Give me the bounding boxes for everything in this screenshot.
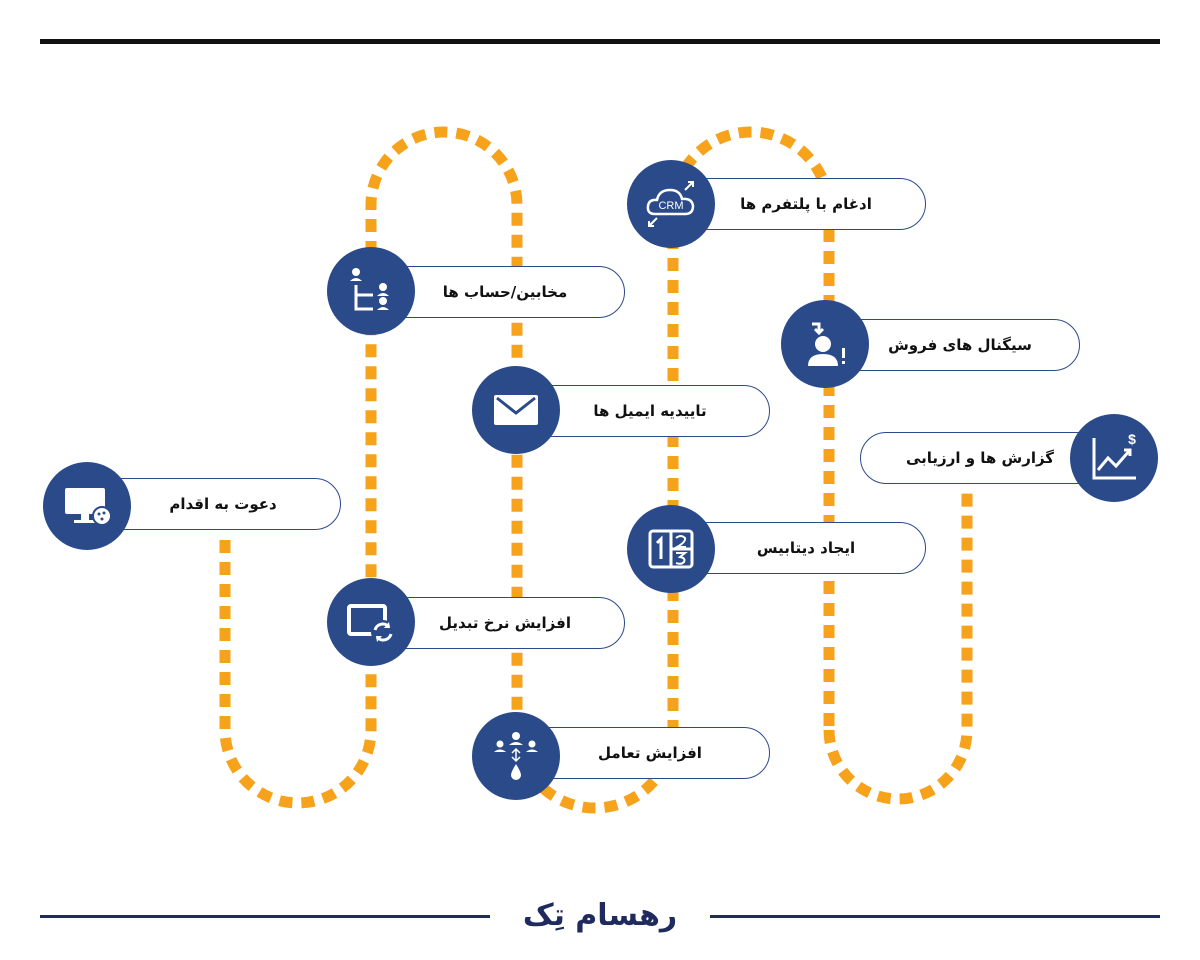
step-label-box: افزایش نرخ تبدیل: [385, 597, 625, 649]
step-icon-circle: [327, 578, 415, 666]
step-icon-circle: [627, 505, 715, 593]
step-label: گزارش ها و ارزیابی: [905, 449, 1055, 467]
step-icon-circle: [472, 366, 560, 454]
footer-divider-left: [40, 915, 490, 918]
people-drop-icon: [494, 732, 538, 780]
numbers-table-icon: [648, 529, 694, 569]
footer-divider-right: [710, 915, 1160, 918]
path-segment-2: [365, 126, 523, 730]
step-label: سیگنال های فروش: [888, 336, 1032, 354]
crm-cloud-icon: CRM: [646, 181, 695, 227]
step-label-box: مخابین/حساب ها: [385, 266, 625, 318]
step-label-box: افزایش تعامل: [530, 727, 770, 779]
envelope-icon: [494, 395, 538, 425]
step-label: ادغام با پلتفرم ها: [740, 195, 872, 213]
path-segment-1: [219, 330, 377, 809]
top-divider: [40, 39, 1160, 44]
crm-label: CRM: [658, 200, 683, 212]
screen-refresh-icon: [347, 604, 395, 644]
step-label-box: دعوت به اقدام: [105, 478, 341, 530]
step-icon-circle: [327, 247, 415, 335]
step-icon-circle: $: [1070, 414, 1158, 502]
step-label-box: سیگنال های فروش: [840, 319, 1080, 371]
step-icon-circle: [781, 300, 869, 388]
step-label-box: گزارش ها و ارزیابی: [860, 432, 1100, 484]
user-alert-icon: [808, 322, 845, 366]
monitor-cookie-icon: [65, 488, 112, 526]
step-label-box: ایجاد دیتابیس: [686, 522, 926, 574]
step-label: افزایش نرخ تبدیل: [439, 614, 571, 632]
step-label-box: ادغام با پلتفرم ها: [686, 178, 926, 230]
step-label-box: تاییدیه ایمیل ها: [530, 385, 770, 437]
step-label: دعوت به اقدام: [169, 495, 277, 513]
step-icon-circle: [472, 712, 560, 800]
path-segment-5: [823, 490, 973, 805]
org-chart-icon: [350, 268, 389, 311]
step-label: تاییدیه ایمیل ها: [593, 402, 707, 420]
svg-text:$: $: [1128, 431, 1136, 447]
brand-logo: رهسام تِک: [522, 897, 678, 933]
step-icon-circle: CRM: [627, 160, 715, 248]
step-icon-circle: [43, 462, 131, 550]
step-label: افزایش تعامل: [598, 744, 702, 762]
step-label: ایجاد دیتابیس: [756, 539, 856, 557]
step-label: مخابین/حساب ها: [442, 283, 568, 301]
chart-dollar-icon: $: [1092, 431, 1136, 480]
